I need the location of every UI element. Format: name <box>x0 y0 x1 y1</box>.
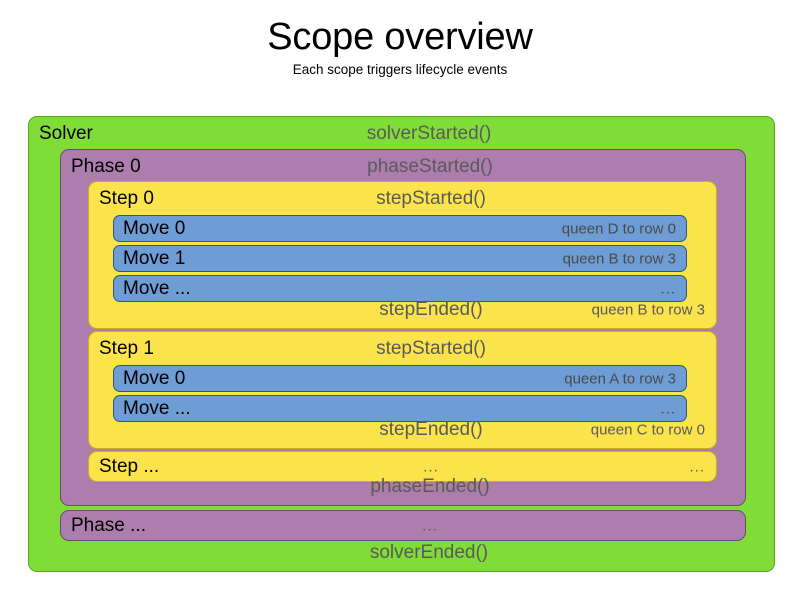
step-0-ended-value: queen B to row 3 <box>591 301 705 319</box>
move-label: Move ... <box>123 277 191 299</box>
move-label: Move 0 <box>123 217 186 239</box>
move-row[interactable]: Move ... ... <box>113 275 687 302</box>
step-1-ended-event: stepEnded() <box>379 419 483 440</box>
move-label: Move 1 <box>123 247 186 269</box>
solver-started-row: Solver solverStarted() <box>29 119 774 149</box>
solver-started-event: solverStarted() <box>366 123 492 144</box>
step-ellipsis-value: ... <box>689 458 705 475</box>
phase-0-ended-event: phaseEnded() <box>370 476 490 497</box>
step-0-ended-row: stepEnded() queen B to row 3 <box>89 295 716 325</box>
step-0-label: Step 0 <box>99 188 154 209</box>
solver-ended-row: solverEnded() <box>29 538 774 568</box>
phase-0-label: Phase 0 <box>71 156 141 177</box>
phase-0-ended-row: phaseEnded() <box>61 472 745 502</box>
phase-0-scope: Phase 0 phaseStarted() Step 0 stepStarte… <box>60 149 746 506</box>
phase-ellipsis-label: Phase ... <box>71 514 146 536</box>
phase-0-started-event: phaseStarted() <box>367 156 493 177</box>
move-label: Move 0 <box>123 367 186 389</box>
page-header: Scope overview Each scope triggers lifec… <box>0 0 800 77</box>
move-label: Move ... <box>123 397 191 419</box>
step-ellipsis-event: ... <box>423 458 439 475</box>
step-1-ended-value: queen C to row 0 <box>590 421 705 439</box>
move-row[interactable]: Move ... ... <box>113 395 687 422</box>
step-1-scope: Step 1 stepStarted() Move 0 queen A to r… <box>88 331 717 449</box>
move-row[interactable]: Move 0 queen D to row 0 <box>113 215 687 242</box>
step-1-ended-row: stepEnded() queen C to row 0 <box>89 415 716 445</box>
step-1-label: Step 1 <box>99 338 154 359</box>
solver-ended-event: solverEnded() <box>369 542 489 563</box>
step-1-started-row: Step 1 stepStarted() <box>89 334 716 364</box>
step-1-started-event: stepStarted() <box>376 338 486 359</box>
move-value: queen A to row 3 <box>564 370 676 387</box>
page-title: Scope overview <box>267 16 533 58</box>
phase-0-started-row: Phase 0 phaseStarted() <box>61 152 745 182</box>
move-value: queen B to row 3 <box>562 250 676 267</box>
move-value: ... <box>660 400 676 417</box>
page-subtitle: Each scope triggers lifecycle events <box>292 61 508 77</box>
move-row[interactable]: Move 0 queen A to row 3 <box>113 365 687 392</box>
step-ellipsis-label: Step ... <box>99 455 160 477</box>
step-0-scope: Step 0 stepStarted() Move 0 queen D to r… <box>88 181 717 329</box>
phase-ellipsis-event: ... <box>422 517 438 534</box>
step-ellipsis-scope: Step ... ... ... <box>88 451 717 482</box>
phase-ellipsis-scope: Phase ... ... <box>60 510 746 541</box>
solver-scope: Solver solverStarted() Phase 0 phaseStar… <box>28 116 775 572</box>
move-value: queen D to row 0 <box>561 220 676 237</box>
step-0-ended-event: stepEnded() <box>379 299 483 320</box>
solver-label: Solver <box>39 123 93 144</box>
step-0-started-row: Step 0 stepStarted() <box>89 184 716 214</box>
move-row[interactable]: Move 1 queen B to row 3 <box>113 245 687 272</box>
move-value: ... <box>660 280 676 297</box>
step-ellipsis-row: Step ... ... ... <box>89 452 716 481</box>
step-0-started-event: stepStarted() <box>376 188 486 209</box>
phase-ellipsis-row: Phase ... ... <box>61 511 745 540</box>
